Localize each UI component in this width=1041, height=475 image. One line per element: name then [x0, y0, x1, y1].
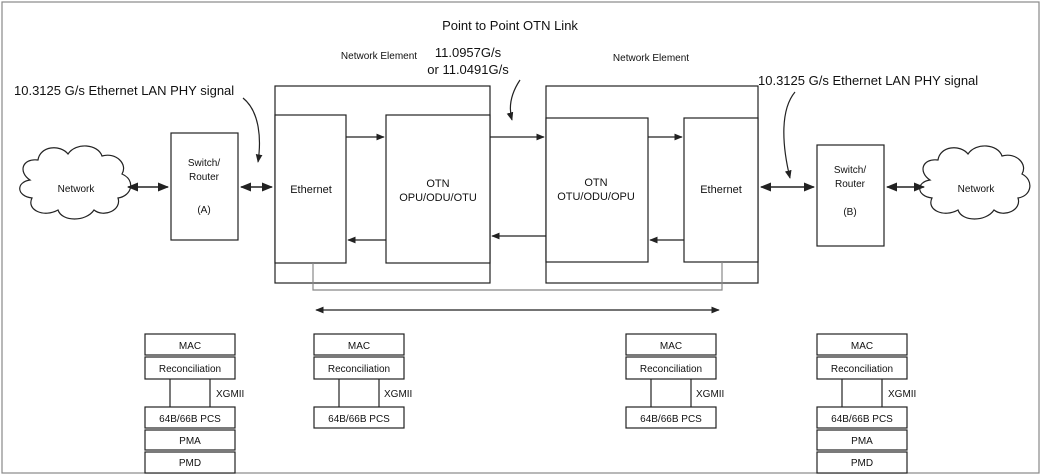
- switch-b-line1: Switch/: [834, 165, 866, 176]
- signal-pointer-left: [242, 97, 263, 163]
- switch-a-line1: Switch/: [188, 158, 220, 169]
- otn-left-line1: OTN: [426, 178, 449, 190]
- otn-block-left: [385, 114, 491, 264]
- stack3-xgmii-label: XGMII: [696, 389, 724, 400]
- stack4-mac-label: MAC: [851, 341, 873, 352]
- network-element-label-right: Network Element: [613, 53, 689, 64]
- stack4-pcs-label: 64B/66B PCS: [831, 414, 893, 425]
- switch-router-a: [170, 132, 239, 241]
- stack1-pma: [144, 429, 236, 451]
- stack3-pcs: [625, 406, 717, 429]
- stack4-reconciliation-label: Reconciliation: [831, 364, 893, 375]
- stack2-pcs-label: 64B/66B PCS: [328, 414, 390, 425]
- switch-router-b: [816, 144, 885, 247]
- stack4-mac: [816, 333, 908, 356]
- stack2-mac-label: MAC: [348, 341, 370, 352]
- stack2-mac: [313, 333, 405, 356]
- ethernet-label-right: Ethernet: [700, 184, 742, 196]
- otn-right-line1: OTN: [584, 177, 607, 189]
- stack2-reconciliation: [313, 356, 405, 380]
- protocol-stack-1: MAC Reconciliation XGMII 64B/66B PCS PMA…: [144, 333, 244, 474]
- diagram-title: Point to Point OTN Link: [442, 18, 578, 33]
- otn-left-line2: OPU/ODU/OTU: [399, 192, 477, 204]
- protocol-stack-3: MAC Reconciliation XGMII 64B/66B PCS: [625, 333, 724, 429]
- network-cloud-right: [919, 145, 1031, 220]
- otn-right-line2: OTU/ODU/OPU: [557, 191, 635, 203]
- network-cloud-left: [19, 145, 132, 220]
- stack4-pmd-label: PMD: [851, 458, 873, 469]
- switch-b-line2: Router: [835, 179, 866, 190]
- stack4-pma: [816, 429, 908, 451]
- stack2-pcs: [313, 406, 405, 429]
- network-label-right: Network: [958, 184, 996, 195]
- ethernet-block-right: [683, 117, 759, 263]
- stack1-pmd-label: PMD: [179, 458, 201, 469]
- network-label-left: Network: [58, 184, 96, 195]
- stack2-reconciliation-label: Reconciliation: [328, 364, 390, 375]
- switch-b-id: (B): [843, 207, 856, 218]
- ethernet-label-left: Ethernet: [290, 184, 332, 196]
- stack1-pcs-label: 64B/66B PCS: [159, 414, 221, 425]
- stack2-xgmii-label: XGMII: [384, 389, 412, 400]
- stack1-reconciliation: [144, 356, 236, 380]
- stack4-pmd: [816, 451, 908, 474]
- rate-label-primary: 11.0957G/s: [435, 45, 502, 60]
- signal-label-left: 10.3125 G/s Ethernet LAN PHY signal: [14, 83, 234, 98]
- stack3-reconciliation: [625, 356, 717, 380]
- stack4-reconciliation: [816, 356, 908, 380]
- network-element-label-left: Network Element: [341, 51, 417, 62]
- otn-block-right: [545, 117, 649, 263]
- signal-label-right: 10.3125 G/s Ethernet LAN PHY signal: [758, 73, 978, 88]
- stack4-pma-label: PMA: [851, 436, 873, 447]
- protocol-stack-2: MAC Reconciliation XGMII 64B/66B PCS: [313, 333, 412, 429]
- protocol-stack-4: MAC Reconciliation XGMII 64B/66B PCS PMA…: [816, 333, 916, 474]
- signal-pointer-right: [783, 91, 796, 179]
- stack1-mac-label: MAC: [179, 341, 201, 352]
- stack1-pcs: [144, 406, 236, 429]
- stack3-reconciliation-label: Reconciliation: [640, 364, 702, 375]
- stack1-mac: [144, 333, 236, 356]
- switch-a-id: (A): [197, 205, 210, 216]
- switch-a-line2: Router: [189, 172, 220, 183]
- stack1-xgmii-label: XGMII: [216, 389, 244, 400]
- stack3-pcs-label: 64B/66B PCS: [640, 414, 702, 425]
- rate-label-alternate: or 11.0491G/s: [427, 62, 509, 77]
- stack1-pma-label: PMA: [179, 436, 201, 447]
- stack4-xgmii-label: XGMII: [888, 389, 916, 400]
- stack3-mac: [625, 333, 717, 356]
- stack1-reconciliation-label: Reconciliation: [159, 364, 221, 375]
- stack4-pcs: [816, 406, 908, 429]
- stack1-pmd: [144, 451, 236, 474]
- stack3-mac-label: MAC: [660, 341, 682, 352]
- ethernet-block-left: [274, 114, 347, 264]
- rate-pointer: [506, 79, 521, 121]
- ethernet-bracket: [312, 262, 723, 291]
